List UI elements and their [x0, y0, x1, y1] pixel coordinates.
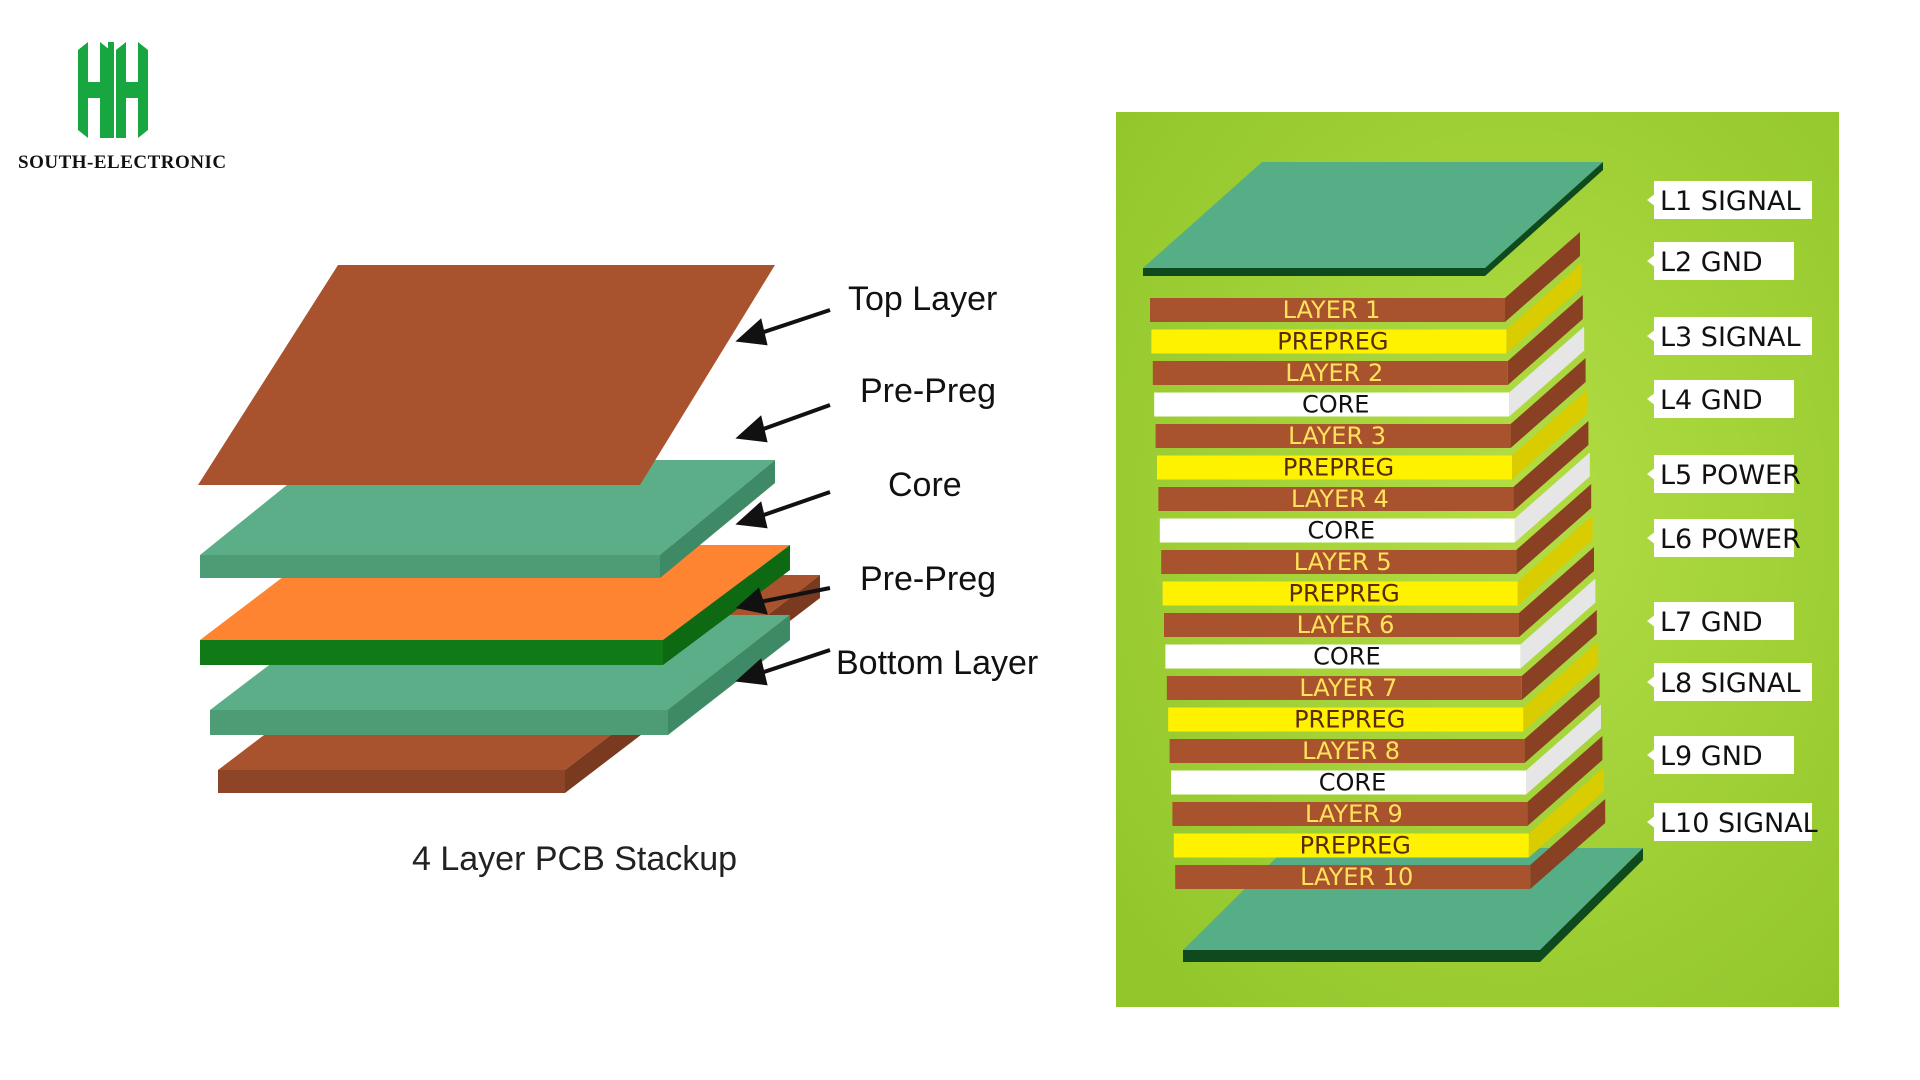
label-arrows [735, 308, 831, 686]
core-arrow [754, 490, 831, 520]
label-core: Core [888, 466, 962, 504]
stack-layer-label: LAYER 2 [1285, 359, 1383, 387]
stack-layer-14: PREPREG [1168, 641, 1599, 734]
layer-tag: L8 SIGNAL [1647, 663, 1812, 701]
layer-tag: L1 SIGNAL [1647, 181, 1812, 219]
stack-layer-10: PREPREG [1162, 515, 1593, 608]
layer-tag: L6 POWER [1647, 519, 1801, 557]
layer-tag-text: L6 POWER [1660, 524, 1801, 555]
layer-tag-text: L1 SIGNAL [1660, 186, 1801, 217]
stack-layer-12: CORE [1165, 578, 1596, 671]
stack-layer-13: LAYER 7 [1166, 610, 1597, 702]
stack-layer-label: CORE [1319, 769, 1387, 797]
stack-layer-11: LAYER 6 [1164, 547, 1594, 639]
layer-tag: L2 GND [1647, 242, 1794, 280]
stack-layer-18: PREPREG [1173, 767, 1604, 860]
layer-tag-text: L9 GND [1660, 741, 1763, 772]
stack-layer-2: PREPREG [1151, 263, 1582, 356]
layer-tag: L10 SIGNAL [1647, 803, 1818, 841]
layer-tag-text: L5 POWER [1660, 460, 1801, 491]
stack-layer-label: PREPREG [1288, 580, 1399, 608]
stack-layer-17: LAYER 9 [1172, 736, 1603, 828]
stack-layer-1: LAYER 1 [1150, 232, 1580, 324]
prepreg-arrow-2 [754, 586, 831, 605]
stack-layer-label: CORE [1313, 643, 1381, 671]
stack-layer-label: PREPREG [1283, 454, 1394, 482]
stack-layer-label: LAYER 10 [1300, 863, 1413, 891]
stack-layer-label: PREPREG [1277, 328, 1388, 356]
top-mask-slab [1143, 162, 1603, 276]
stack-layer-6: PREPREG [1157, 389, 1587, 482]
layer-tag-text: L10 SIGNAL [1660, 808, 1818, 839]
label-top-layer: Top Layer [848, 280, 997, 318]
prepreg-arrow-1 [754, 403, 831, 434]
layer-tag-text: L4 GND [1660, 385, 1763, 416]
stack-layer-label: LAYER 4 [1291, 485, 1389, 513]
right-layer-tags: L1 SIGNAL L2 GND L3 SIGNAL L4 GND L5 POWER L6… [1647, 181, 1818, 841]
stack-layer-5: LAYER 3 [1155, 358, 1586, 450]
top-layer-slab [198, 265, 775, 485]
layer-tag: L4 GND [1647, 380, 1794, 418]
stack-layer-4: CORE [1154, 326, 1585, 419]
left-caption: 4 Layer PCB Stackup [412, 840, 737, 878]
stack-layer-15: LAYER 8 [1169, 673, 1600, 765]
stack-layer-label: LAYER 7 [1299, 674, 1397, 702]
stack-layer-label: LAYER 9 [1305, 800, 1403, 828]
stack-layer-19: LAYER 10 [1175, 799, 1606, 891]
stack-layer-label: CORE [1308, 517, 1376, 545]
stack-layer-9: LAYER 5 [1161, 484, 1592, 576]
stack-layer-label: LAYER 3 [1288, 422, 1386, 450]
stack-layer-label: LAYER 5 [1294, 548, 1392, 576]
stack-layer-label: CORE [1302, 391, 1370, 419]
stack-layer-3: LAYER 2 [1152, 295, 1583, 387]
layer-tag-text: L3 SIGNAL [1660, 322, 1801, 353]
bottom-layer-arrow [754, 648, 831, 677]
hh-logo-icon [78, 42, 148, 138]
brand-logo [16, 40, 256, 180]
layer-tag: L7 GND [1647, 602, 1794, 640]
label-prepreg-1: Pre-Preg [860, 372, 996, 410]
layer-tag-text: L7 GND [1660, 607, 1763, 638]
ten-layer-stack: LAYER 10 PREPREG LAYER 9 CORE LAYER 8 PREPREG… [1150, 232, 1606, 891]
label-prepreg-2: Pre-Preg [860, 560, 996, 598]
stack-layer-label: PREPREG [1294, 706, 1405, 734]
stack-layer-7: LAYER 4 [1158, 421, 1589, 513]
stack-layer-label: LAYER 8 [1302, 737, 1400, 765]
stack-layer-label: PREPREG [1300, 832, 1411, 860]
stack-layer-16: CORE [1171, 704, 1601, 797]
stack-layer-label: LAYER 6 [1297, 611, 1395, 639]
layer-tag-text: L8 SIGNAL [1660, 668, 1801, 699]
layer-tag: L3 SIGNAL [1647, 317, 1812, 355]
top-layer-arrow [754, 308, 831, 337]
layer-tag: L9 GND [1647, 736, 1794, 774]
stack-layer-label: LAYER 1 [1283, 296, 1381, 324]
label-bottom-layer: Bottom Layer [836, 644, 1038, 682]
brand-name: SOUTH-ELECTRONIC [18, 152, 227, 173]
layer-tag: L5 POWER [1647, 455, 1801, 493]
stack-layer-8: CORE [1159, 452, 1590, 545]
layer-tag-text: L2 GND [1660, 247, 1763, 278]
